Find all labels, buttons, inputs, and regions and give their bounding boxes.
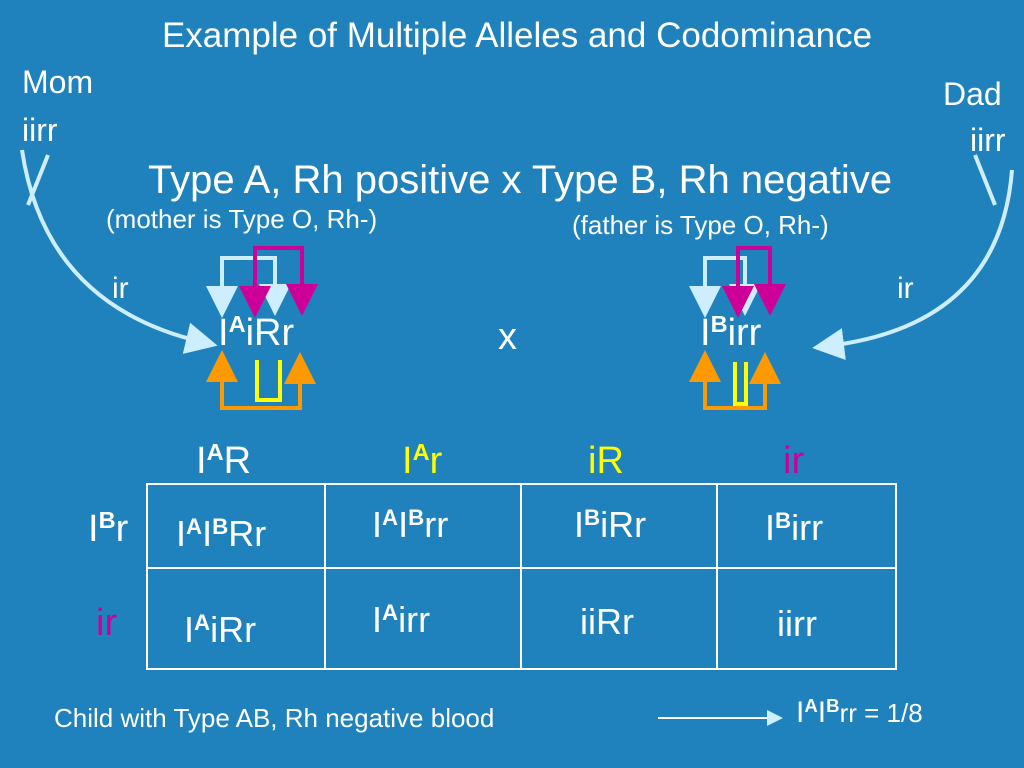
dad-tick — [973, 154, 997, 206]
punnett-cell-1-1: IAirr — [372, 599, 431, 640]
mom-gamete: ir — [112, 272, 129, 305]
col-header-IAR: IAR — [196, 439, 252, 482]
punnett-cell-1-3: iirr — [777, 603, 817, 644]
grid-col-1 — [324, 483, 326, 670]
cross-description: Type A, Rh positive x Type B, Rh negativ… — [147, 158, 893, 202]
punnett-cell-1-0: IAiRr — [184, 609, 257, 650]
footer-text: Child with Type AB, Rh negative blood — [54, 703, 495, 733]
punnett-cell-0-2: IBiRr — [574, 504, 647, 545]
dad-curve-arrow — [812, 169, 1014, 360]
parent1-genotype: IAiRr — [218, 311, 295, 354]
dad-gamete: ir — [897, 272, 914, 305]
col-header-IAr: IAr — [402, 439, 443, 482]
dad-genotype: iirr — [970, 122, 1006, 158]
row-header-IBr: IBr — [88, 507, 129, 550]
cross-x: x — [498, 316, 517, 358]
grid-col-3 — [716, 483, 718, 670]
punnett-cell-0-1: IAIBrr — [372, 504, 449, 545]
mom-curve-arrow — [20, 149, 218, 354]
mother-note: (mother is Type O, Rh-) — [106, 204, 378, 234]
grid-col-4 — [895, 483, 897, 670]
row-header-ir: ir — [96, 602, 118, 644]
parent2-genotype: IBirr — [700, 311, 762, 354]
grid-col-0 — [146, 483, 148, 670]
mom-genotype: iirr — [22, 112, 58, 148]
punnett-cell-1-2: iiRr — [580, 601, 634, 642]
col-header-iR: iR — [588, 440, 624, 482]
col-header-ir: ir — [783, 440, 805, 482]
page-title: Example of Multiple Alleles and Codomina… — [161, 16, 873, 55]
footer-result: IAIBrr = 1/8 — [796, 694, 923, 729]
mom-label: Mom — [22, 64, 94, 100]
mom-tick — [26, 154, 50, 206]
punnett-cell-0-0: IAIBRr — [176, 513, 267, 554]
punnett-cell-0-3: IBirr — [765, 507, 824, 548]
father-note: (father is Type O, Rh-) — [572, 210, 829, 240]
dad-label: Dad — [943, 76, 1002, 112]
grid-col-2 — [520, 483, 522, 670]
